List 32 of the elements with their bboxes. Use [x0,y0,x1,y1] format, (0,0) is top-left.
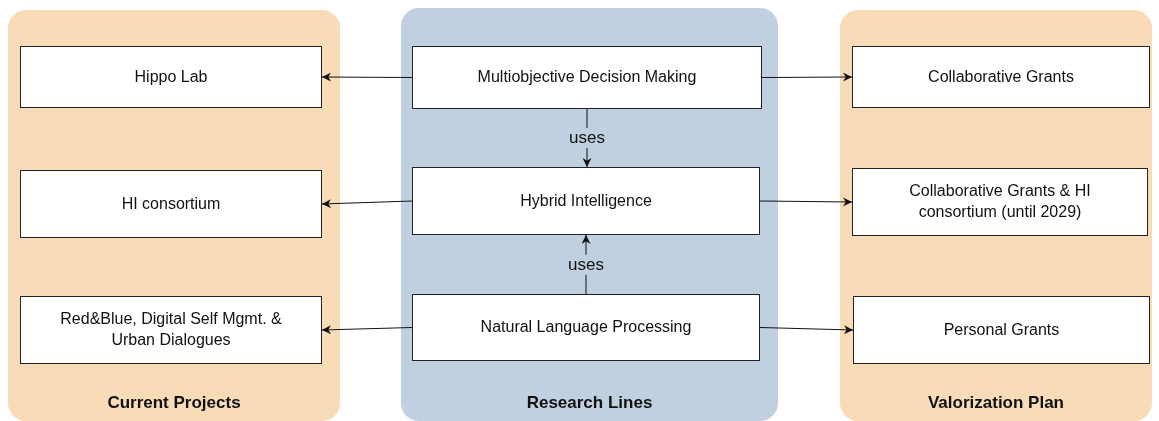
column-panel [401,8,778,421]
arrow [321,199,413,209]
box-text: Hybrid Intelligence [520,190,652,211]
text-box [412,294,760,361]
box-text: HI consortium [121,193,221,214]
column-panel [8,10,340,421]
arrow [321,72,413,82]
arrow [761,72,853,82]
column-panel [840,10,1152,421]
text-box [852,46,1150,108]
text-box [412,167,760,235]
box-text: Natural Language Processing [480,317,692,338]
text-box [852,168,1148,236]
edge-label: uses [566,254,606,275]
text-box [20,170,322,238]
column-heading: Current Projects [106,393,242,413]
text-box [20,296,322,364]
column-heading: Research Lines [525,393,654,413]
box-text: Hippo Lab [134,66,208,87]
arrow [321,325,413,335]
box-text: Red&Blue, Digital Self Mgmt. & Urban Dialogues [59,309,283,350]
edge-label: uses [567,127,607,149]
box-text: Personal Grants [943,319,1060,340]
column-heading: Valorization Plan [926,393,1065,413]
text-box [20,46,322,108]
arrow [759,325,854,335]
box-text: Multiobjective Decision Making [477,67,697,88]
arrow [759,197,853,207]
text-box [853,296,1150,364]
box-text: Collaborative Grants & HI consortium (until 2029) [908,181,1092,222]
box-text: Collaborative Grants [928,66,1074,87]
text-box [412,46,762,109]
